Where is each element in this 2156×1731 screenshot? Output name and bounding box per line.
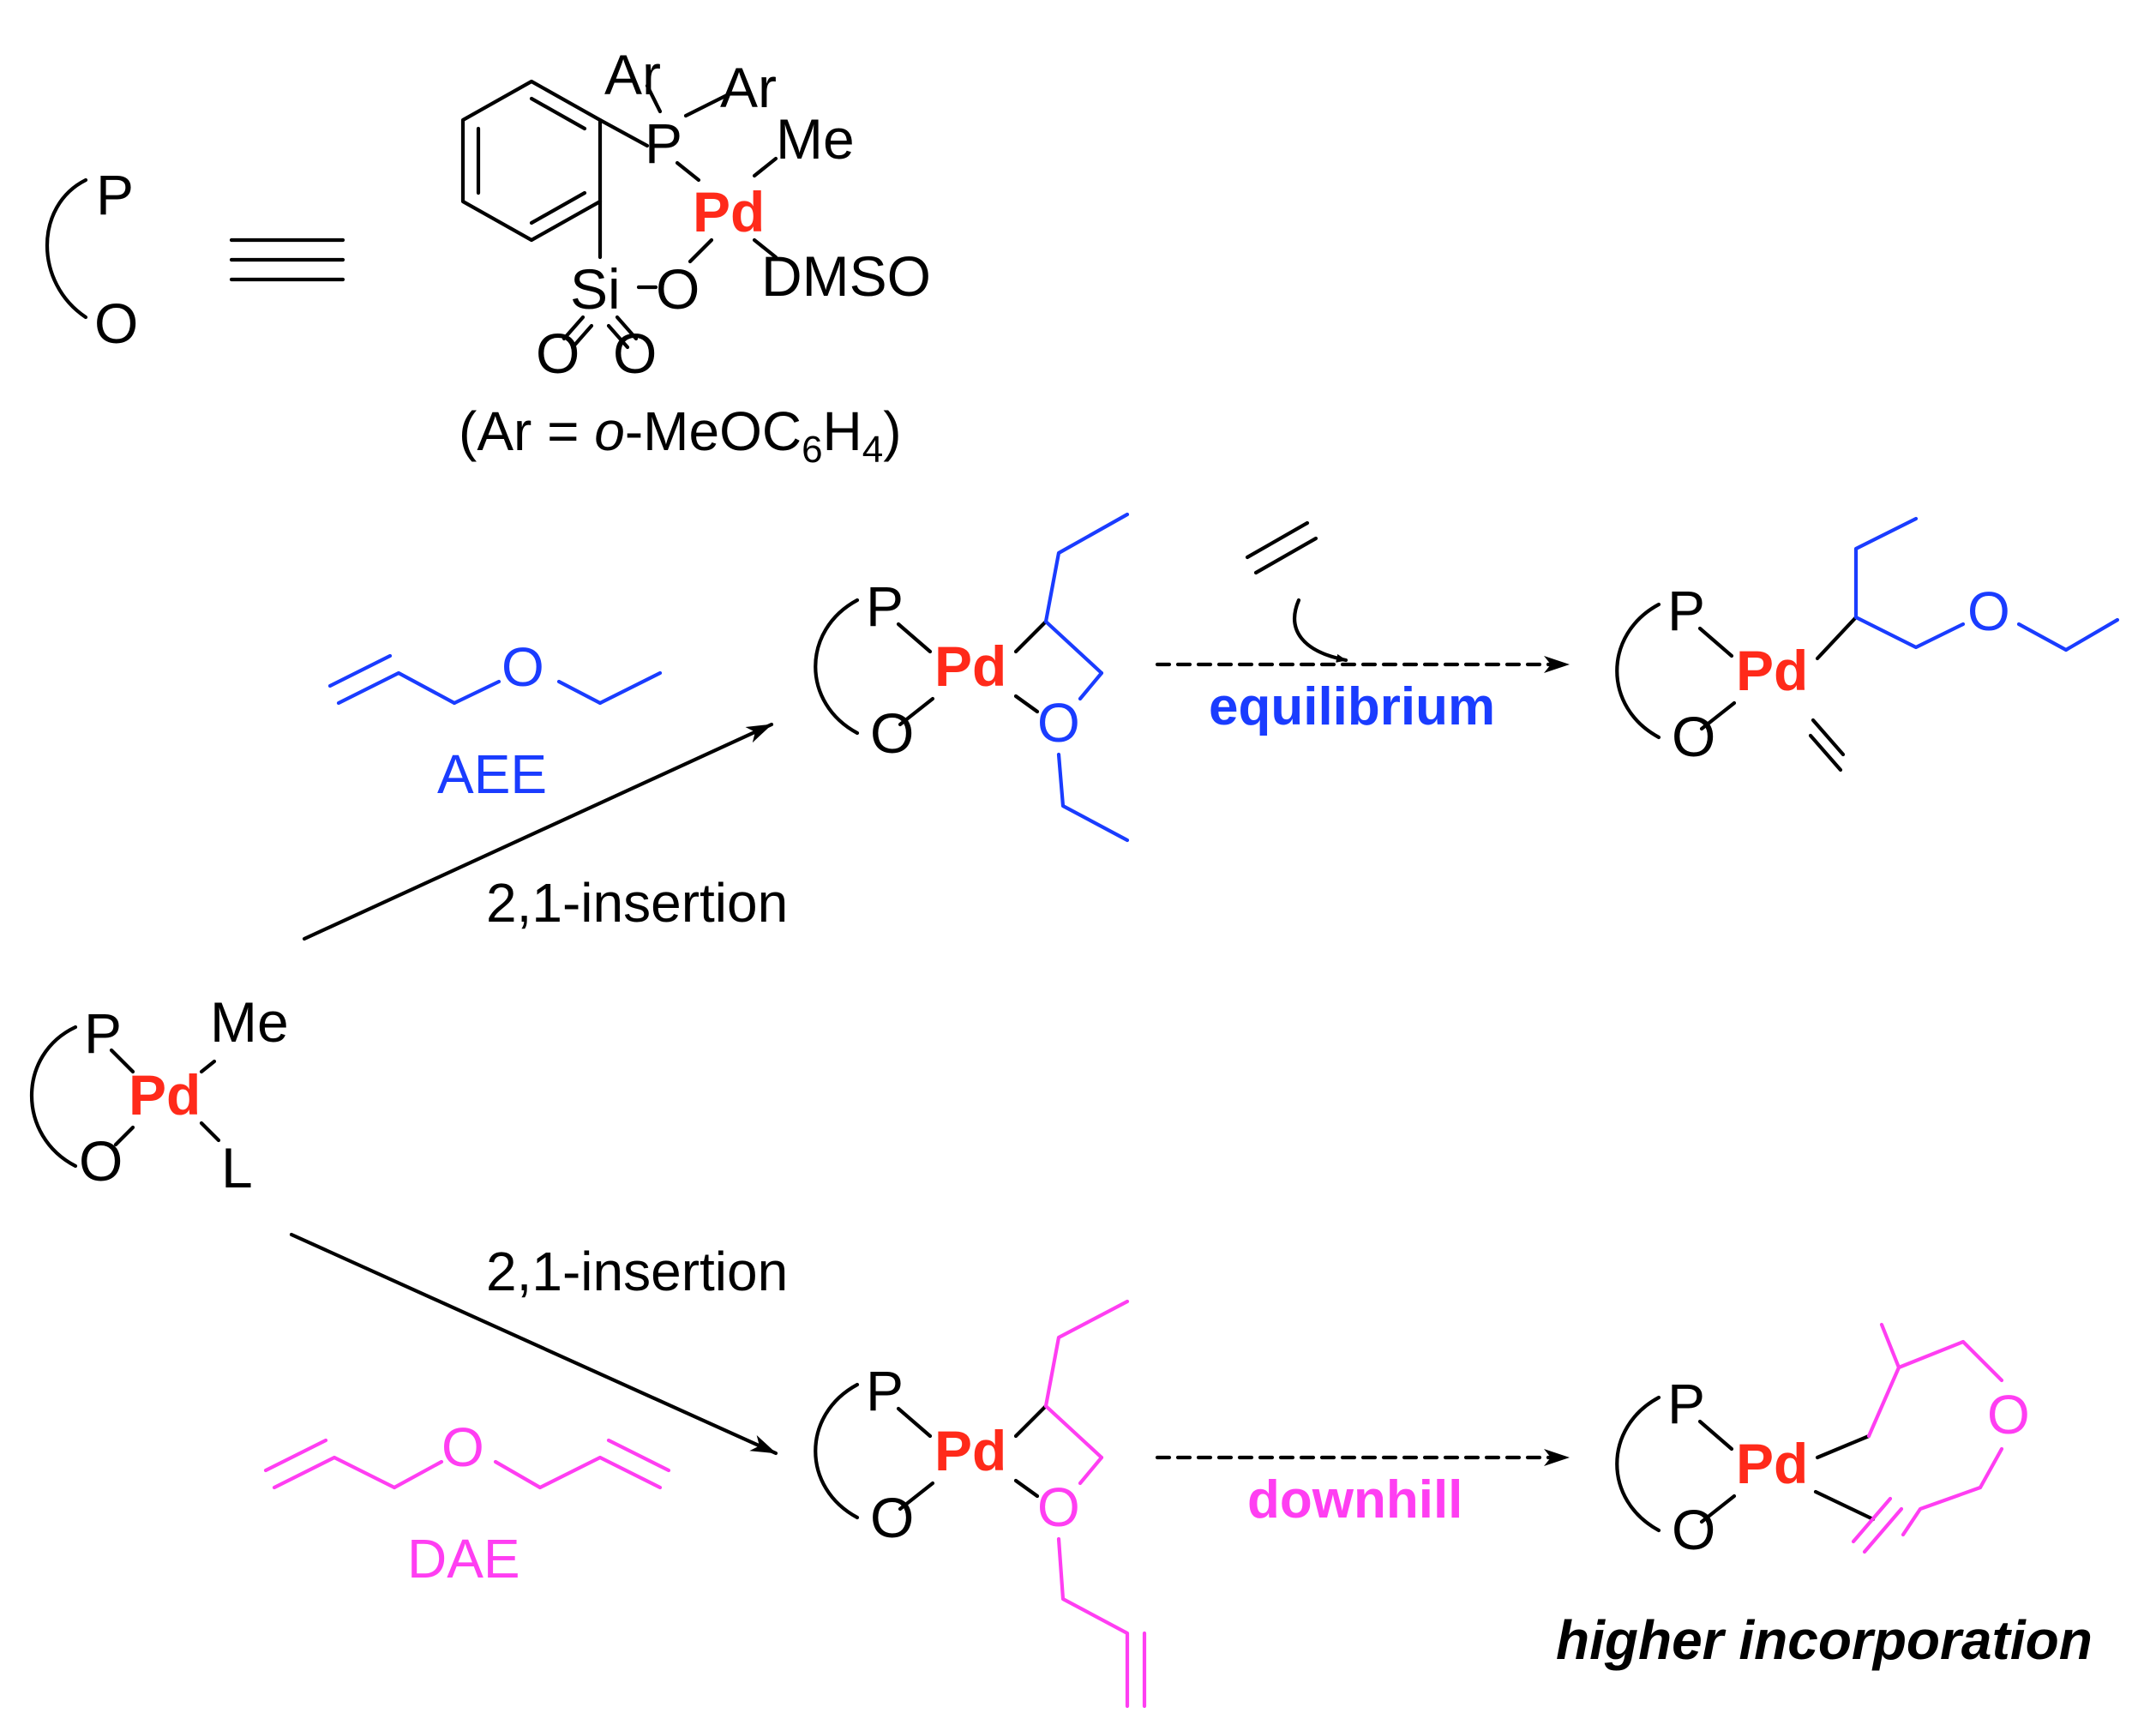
atom-si: Si [570, 257, 621, 321]
atom-pd-dae-prod: Pd [1736, 1432, 1808, 1495]
aee-reagent: O AEE [327, 636, 663, 805]
atom-o-dae-prod: O [1672, 1498, 1715, 1561]
atom-o-aee: O [501, 636, 544, 698]
atom-ar-2: Ar [720, 56, 777, 119]
atom-pd-aee-int: Pd [934, 634, 1006, 698]
chelate-symbol: P O [45, 163, 138, 355]
atom-o: O [94, 292, 138, 355]
atom-p-aee-int: P [866, 574, 904, 638]
aee-intermediate: P O Pd O [814, 512, 1130, 843]
ligand-definition: (Ar = o-MeOC6H4) [459, 400, 902, 471]
atom-p-catalyst: P [645, 111, 682, 175]
atom-o-aee-prod-chain: O [1967, 580, 2010, 642]
aee-product: P O Pd O [1615, 516, 2120, 772]
label-bottom-insertion: 2,1-insertion [486, 1241, 788, 1302]
atom-me-start: Me [210, 990, 289, 1054]
atom-p: P [96, 163, 134, 226]
atom-o-aee-prod: O [1672, 705, 1715, 768]
catalyst-structure: Ar Ar P Me Pd DMSO Si O O O [460, 43, 931, 385]
atom-o-dae-int-ring: O [1037, 1476, 1080, 1538]
label-dae: DAE [407, 1528, 520, 1590]
atom-o-dae: O [441, 1416, 484, 1478]
atom-o-start: O [79, 1129, 123, 1193]
dae-intermediate: P O Pd O [814, 1299, 1147, 1709]
atom-o-aee-int: O [870, 701, 914, 765]
arrow-bottom-insertion [289, 1232, 778, 1456]
atom-l-start: L [221, 1136, 253, 1199]
label-downhill: downhill [1247, 1470, 1462, 1530]
starting-complex: P O Pd Me L [29, 990, 289, 1199]
equivalence-symbol [229, 237, 345, 282]
atom-pd-dae-int: Pd [934, 1419, 1006, 1482]
arrow-top-insertion [302, 722, 774, 941]
atom-p-aee-prod: P [1667, 579, 1705, 642]
atom-dmso: DMSO [761, 244, 931, 308]
atom-o-catalyst: O [656, 257, 700, 321]
label-aee: AEE [437, 743, 547, 805]
atom-ar-1: Ar [604, 43, 661, 106]
atom-o-si-1: O [536, 322, 580, 385]
atom-pd-aee-prod: Pd [1736, 639, 1808, 702]
atom-o-aee-int-ring: O [1037, 692, 1080, 754]
atom-p-dae-prod: P [1667, 1372, 1705, 1435]
atom-pd-catalyst: Pd [693, 180, 765, 243]
atom-o-si-2: O [613, 322, 657, 385]
atom-o-dae-prod-ring: O [1987, 1384, 2030, 1446]
label-equilibrium: equilibrium [1209, 677, 1495, 736]
dae-reagent: O DAE [263, 1416, 671, 1590]
label-top-insertion: 2,1-insertion [486, 872, 788, 934]
ethylene-reagent [1245, 520, 1318, 575]
dae-product: P O Pd O [1615, 1322, 2030, 1561]
conclusion-text: higher incorporation [1556, 1609, 2093, 1671]
atom-p-dae-int: P [866, 1359, 904, 1422]
atom-pd-start: Pd [129, 1063, 201, 1127]
atom-o-dae-int: O [870, 1486, 914, 1549]
atom-me-catalyst: Me [776, 107, 855, 171]
arrow-ethylene-entry [1293, 598, 1348, 663]
